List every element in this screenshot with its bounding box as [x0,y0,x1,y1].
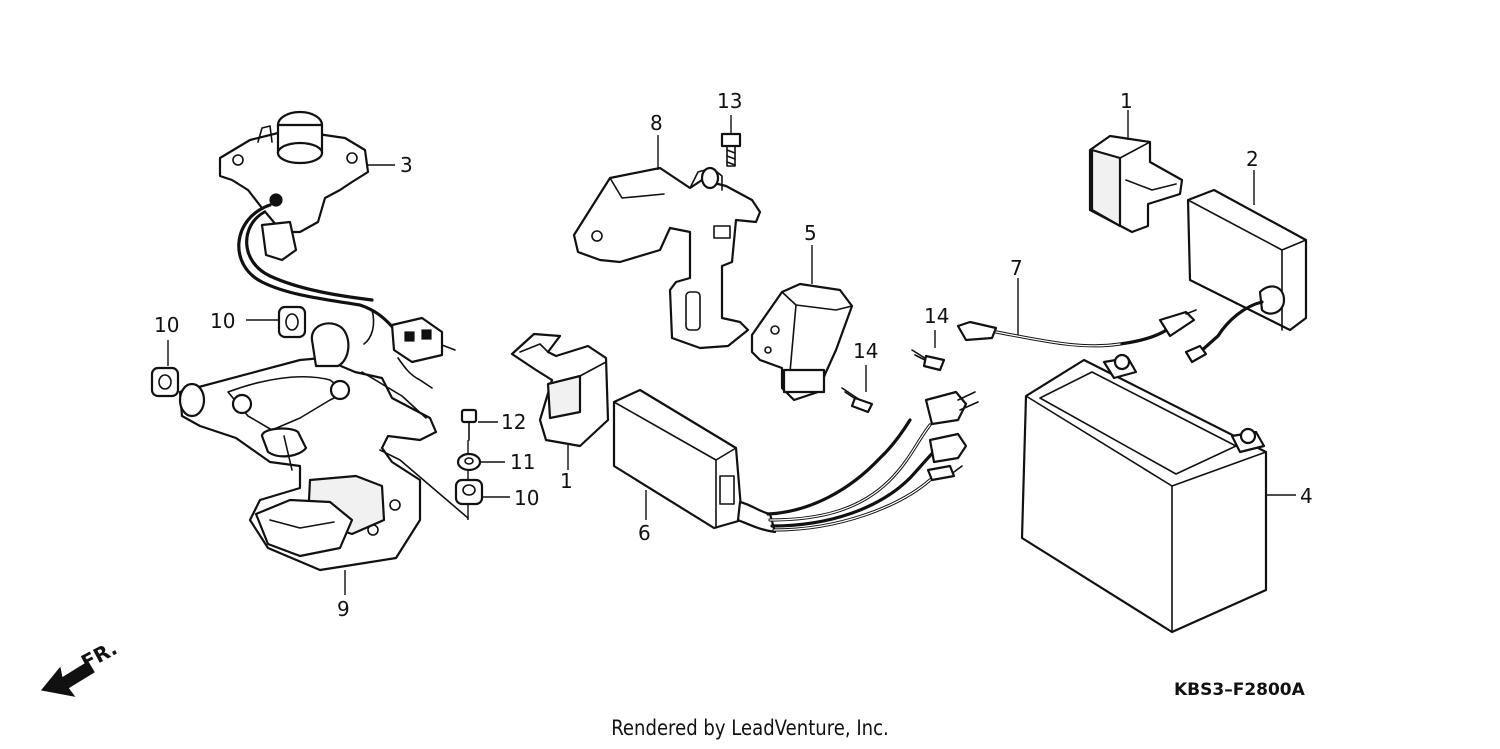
callout-14-left: 14 [853,339,878,363]
part-1-mount-upper: 1 [1088,89,1184,234]
part-14-screw-right: 14 [911,304,949,372]
diagram-code: KBS3–F2800A [1174,680,1305,700]
part-2-cover: 2 [1184,147,1308,364]
callout-3: 3 [400,153,413,177]
callout-12: 12 [501,410,526,434]
callout-13: 13 [717,89,742,113]
part-10-grommet-top: 10 [210,305,307,339]
callout-4: 4 [1300,484,1313,508]
callout-7: 7 [1010,256,1023,280]
part-4-battery: 4 [1020,353,1313,634]
part-8-stay: 8 [572,111,762,350]
part-6-cdi-unit: 6 [612,388,979,545]
part-14-screw-left: 14 [841,339,878,414]
part-5-regulator: 5 [750,221,854,402]
part-9-bracket: 9 [178,322,469,621]
part-10-grommet-left: 10 [150,313,179,398]
part-3-switch: 3 [218,110,456,389]
callout-10-left: 10 [154,313,179,337]
front-arrow-icon [40,661,95,697]
callout-11: 11 [510,450,535,474]
part-1-mount-lower: 1 [510,332,610,493]
callout-6: 6 [638,521,651,545]
front-direction-indicator: FR. [40,636,121,697]
part-13-bolt: 13 [717,89,742,167]
callout-10-top: 10 [210,309,235,333]
callout-1-upper: 1 [1120,89,1133,113]
callout-10-stack: 10 [514,486,539,510]
callout-9: 9 [337,597,350,621]
callout-14-right: 14 [924,304,949,328]
part-12-11-10-stack: 12 11 10 [454,408,539,520]
callout-1-lower: 1 [560,469,573,493]
callout-2: 2 [1246,147,1259,171]
credit-text: Rendered by LeadVenture, Inc. [611,716,889,740]
callout-5: 5 [804,221,817,245]
part-7-sub-harness: 7 [956,256,1197,348]
callout-8: 8 [650,111,663,135]
